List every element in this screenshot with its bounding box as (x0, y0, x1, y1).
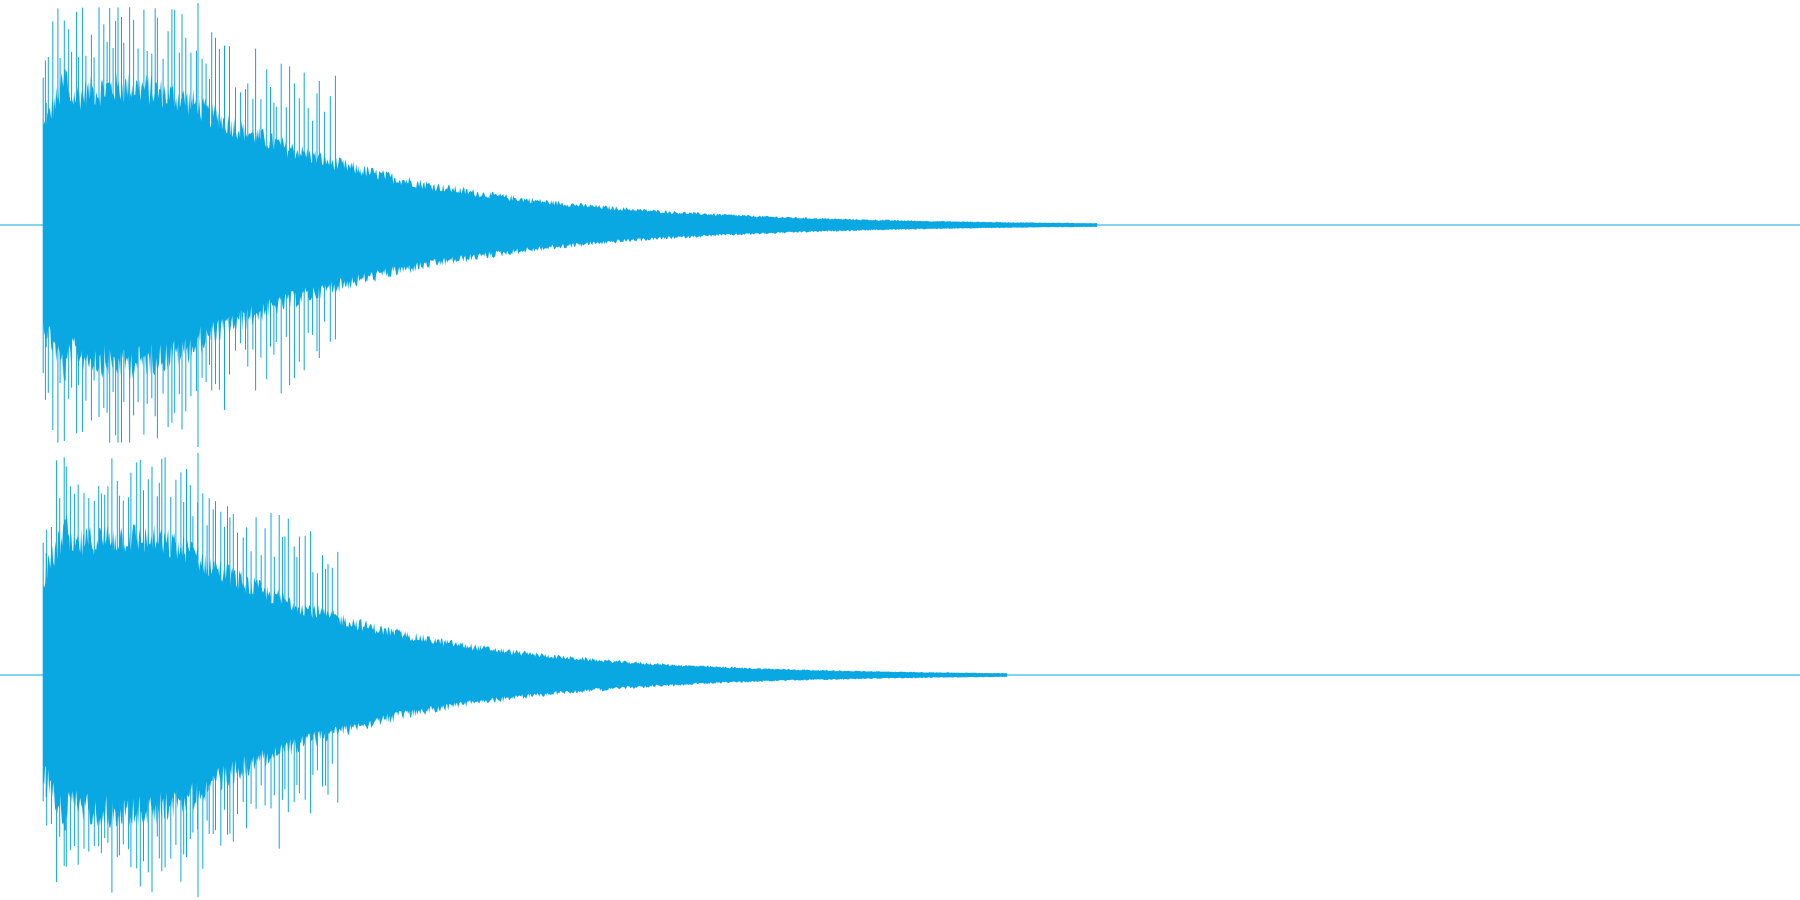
waveform-svg-1 (0, 3, 1800, 447)
waveform-spikes-2 (42, 453, 339, 897)
waveform-envelope-2 (43, 513, 1008, 829)
waveform-svg-2 (0, 453, 1800, 897)
waveform-envelope-1 (43, 70, 1098, 383)
waveform-channel-2 (0, 450, 1800, 900)
waveform-channel-1 (0, 3, 1800, 447)
waveform-spikes-1 (42, 3, 336, 447)
